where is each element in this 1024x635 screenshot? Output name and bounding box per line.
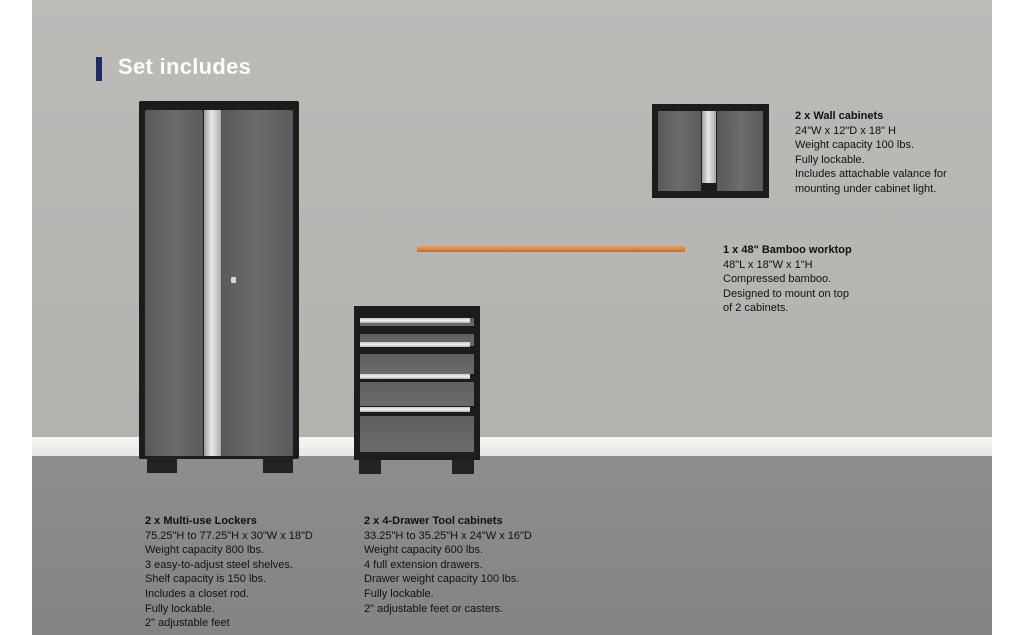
locker-spec-line: Includes a closet rod. xyxy=(145,587,249,600)
locker-spec-line: Shelf capacity is 150 lbs. xyxy=(145,573,267,586)
wall-cabinet-right-door xyxy=(717,111,763,191)
worktop-heading: 1 x 48" Bamboo worktop xyxy=(723,244,852,256)
tool-cabinet-foot xyxy=(359,460,381,474)
drawer xyxy=(360,416,474,452)
locker-spec-line: 75.25"H to 77.25"H x 30"W x 18"D xyxy=(145,529,313,542)
locker-foot xyxy=(147,457,177,473)
locker-handle xyxy=(204,110,221,456)
product-scene: Set includes 2 x Multi-use Lockers 75. xyxy=(32,0,992,635)
tool-cabinet-spec-line: Fully lockable. xyxy=(364,587,434,600)
tool-cabinet-image xyxy=(354,306,480,474)
wall-cabinet-spec-line: Fully lockable. xyxy=(795,153,865,166)
drawer xyxy=(360,382,474,406)
locker-left-door xyxy=(145,110,203,456)
drawer-handle xyxy=(360,342,470,347)
floor xyxy=(32,456,992,635)
drawer-handle xyxy=(360,374,470,379)
wall-cabinet-spec-line: 24"W x 12"D x 18" H xyxy=(795,124,896,137)
tool-cabinet-spec-line: Weight capacity 600 lbs. xyxy=(364,544,484,557)
locker-spec-line: 3 easy-to-adjust steel shelves. xyxy=(145,558,293,571)
tool-cabinet-heading: 2 x 4-Drawer Tool cabinets xyxy=(364,515,503,527)
worktop-spec-line: Designed to mount on top xyxy=(723,287,849,300)
wall-cabinet-heading: 2 x Wall cabinets xyxy=(795,110,884,122)
wall-cabinet-description: 2 x Wall cabinets 24"W x 12"D x 18" H We… xyxy=(795,109,947,197)
worktop-spec-line: of 2 cabinets. xyxy=(723,302,789,315)
locker-spec-line: Weight capacity 800 lbs. xyxy=(145,544,265,557)
tool-cabinet-spec-line: Drawer weight capacity 100 lbs. xyxy=(364,573,520,586)
worktop-description: 1 x 48" Bamboo worktop 48"L x 18"W x 1"H… xyxy=(723,243,852,316)
locker-heading: 2 x Multi-use Lockers xyxy=(145,515,257,527)
title-accent-bar xyxy=(96,57,102,81)
locker-right-door xyxy=(221,110,293,456)
locker-spec-line: 2" adjustable feet xyxy=(145,617,230,630)
tool-cabinet-foot xyxy=(452,460,474,474)
worktop-spec-line: Compressed bamboo. xyxy=(723,273,832,286)
locker-spec-line: Fully lockable. xyxy=(145,602,215,615)
drawer-handle xyxy=(360,407,470,412)
wall-cabinet-image xyxy=(652,104,769,198)
wall-cabinet-handle xyxy=(702,111,716,183)
tool-cabinet-description: 2 x 4-Drawer Tool cabinets 33.25"H to 35… xyxy=(364,514,532,616)
wall-cabinet-left-door xyxy=(658,111,701,191)
drawer xyxy=(360,354,474,374)
lock-icon xyxy=(231,277,236,283)
tool-cabinet-spec-line: 2" adjustable feet or casters. xyxy=(364,602,504,615)
worktop-spec-line: 48"L x 18"W x 1"H xyxy=(723,258,813,271)
wall-cabinet-spec-line: Includes attachable valance for xyxy=(795,168,947,181)
wall-cabinet-spec-line: Weight capacity 100 lbs. xyxy=(795,139,915,152)
wall-cabinet-spec-line: mounting under cabinet light. xyxy=(795,182,937,195)
page-title: Set includes xyxy=(118,54,252,79)
tool-cabinet-spec-line: 33.25"H to 35.25"H x 24"W x 16"D xyxy=(364,529,532,542)
locker-image xyxy=(139,101,299,473)
tool-cabinet-spec-line: 4 full extension drawers. xyxy=(364,558,483,571)
locker-foot xyxy=(263,457,293,473)
locker-description: 2 x Multi-use Lockers 75.25"H to 77.25"H… xyxy=(145,514,313,631)
bamboo-worktop-image xyxy=(417,246,685,252)
drawer-handle xyxy=(360,318,470,323)
